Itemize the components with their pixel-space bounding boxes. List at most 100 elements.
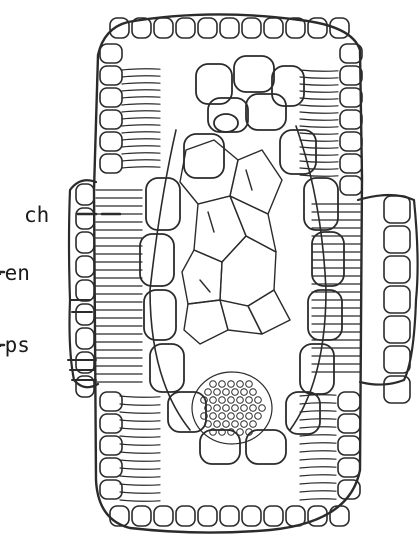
palisade-cell <box>300 133 338 134</box>
palisade-cell <box>122 90 160 91</box>
palisade-cell <box>300 105 338 106</box>
phloem-cell <box>210 381 217 388</box>
palisade-cell <box>300 467 336 468</box>
palisade-cell <box>300 70 338 71</box>
phloem-cell <box>219 413 226 420</box>
label-ch: ch <box>24 203 49 227</box>
palisade-cell <box>122 83 160 84</box>
palisade-cell <box>120 444 160 445</box>
palisade-cell <box>300 175 338 176</box>
epidermal-cell <box>242 506 261 526</box>
phloem-cell <box>237 413 244 420</box>
sheath-cell <box>146 178 180 230</box>
phloem-cell <box>241 389 248 396</box>
epidermal-cell <box>198 18 217 38</box>
epidermal-cell <box>100 44 122 63</box>
epidermal-cell <box>154 18 173 38</box>
palisade-cell <box>300 140 338 141</box>
palisade-cell <box>120 460 160 461</box>
palisade-cell <box>120 404 160 405</box>
phloem-cell <box>250 405 257 412</box>
palisade-cell <box>300 147 338 148</box>
palisade-cell <box>300 491 336 492</box>
palisade-cell <box>120 500 160 501</box>
epidermal-cell <box>100 458 122 477</box>
epidermal-cell <box>132 506 151 526</box>
epidermal-cell <box>176 506 195 526</box>
palisade-cell <box>300 483 336 484</box>
inner-parenchyma <box>180 140 290 344</box>
palisade-cell <box>300 443 336 444</box>
palisade-cell <box>120 396 160 397</box>
phloem-cell <box>210 413 217 420</box>
palisade-cell <box>300 119 338 120</box>
palisade-cell <box>120 452 160 453</box>
epidermal-cell <box>76 256 94 277</box>
sheath-cell <box>144 290 176 340</box>
palisade-cell <box>120 428 160 429</box>
phloem-cell <box>228 413 235 420</box>
epidermal-cell <box>154 506 173 526</box>
phloem-cell <box>255 397 262 404</box>
epidermal-cell <box>76 304 94 325</box>
phloem-cell <box>210 397 217 404</box>
palisade-cell <box>300 84 338 85</box>
phloem-cell <box>214 389 221 396</box>
epidermal-cell <box>100 132 122 151</box>
epidermal-cell <box>242 18 261 38</box>
palisade-cell <box>122 153 160 154</box>
epidermal-cell <box>338 414 360 433</box>
phloem-cell <box>223 421 230 428</box>
epidermal-cell <box>338 458 360 477</box>
sheath-cell <box>312 232 344 286</box>
epidermal-cell <box>100 66 122 85</box>
epidermal-cell <box>384 316 410 343</box>
phloem-cell <box>232 421 239 428</box>
palisade-cell <box>300 395 336 396</box>
sheath-cell <box>234 56 274 92</box>
palisade-cell <box>122 111 160 112</box>
epidermal-cell <box>286 506 305 526</box>
phloem-cell <box>223 389 230 396</box>
epidermal-cell <box>384 346 410 373</box>
label-ps: -ps <box>0 333 30 357</box>
epidermal-cell <box>100 154 122 173</box>
palisade-cell <box>122 125 160 126</box>
phloem-cell <box>214 405 221 412</box>
epidermal-cell <box>100 436 122 455</box>
epidermal-cell <box>76 232 94 253</box>
palisade-cell <box>120 468 160 469</box>
palisade-cell <box>300 112 338 113</box>
palisade-cell <box>300 98 338 99</box>
epidermal-cell <box>220 506 239 526</box>
epidermal-cell <box>220 18 239 38</box>
phloem-cell <box>237 429 244 436</box>
epidermal-cell <box>340 154 362 173</box>
vascular-bundle <box>192 372 272 444</box>
phloem-cell <box>223 405 230 412</box>
epidermal-cell <box>264 506 283 526</box>
palisade-cell <box>122 146 160 147</box>
sheath-cell <box>140 234 174 286</box>
epidermal-cell <box>76 328 94 349</box>
phloem-cell <box>205 389 212 396</box>
phloem-cell <box>241 405 248 412</box>
palisade-cell <box>300 168 338 169</box>
palisade-cell <box>122 76 160 77</box>
palisade-cell <box>120 412 160 413</box>
palisade-cell <box>300 451 336 452</box>
epidermal-cell <box>384 376 410 403</box>
phloem-cell <box>246 397 253 404</box>
phloem-cell <box>237 397 244 404</box>
phloem-cell <box>237 381 244 388</box>
phloem-cell <box>246 381 253 388</box>
epidermal-cell <box>340 66 362 85</box>
epidermal-cell <box>340 176 362 195</box>
palisade-cell <box>122 118 160 119</box>
sheath-cell <box>272 66 304 106</box>
phloem-cell <box>241 421 248 428</box>
palisade-cell <box>300 411 336 412</box>
phloem-cell <box>228 397 235 404</box>
phloem-cell <box>219 397 226 404</box>
phloem-cell <box>232 405 239 412</box>
